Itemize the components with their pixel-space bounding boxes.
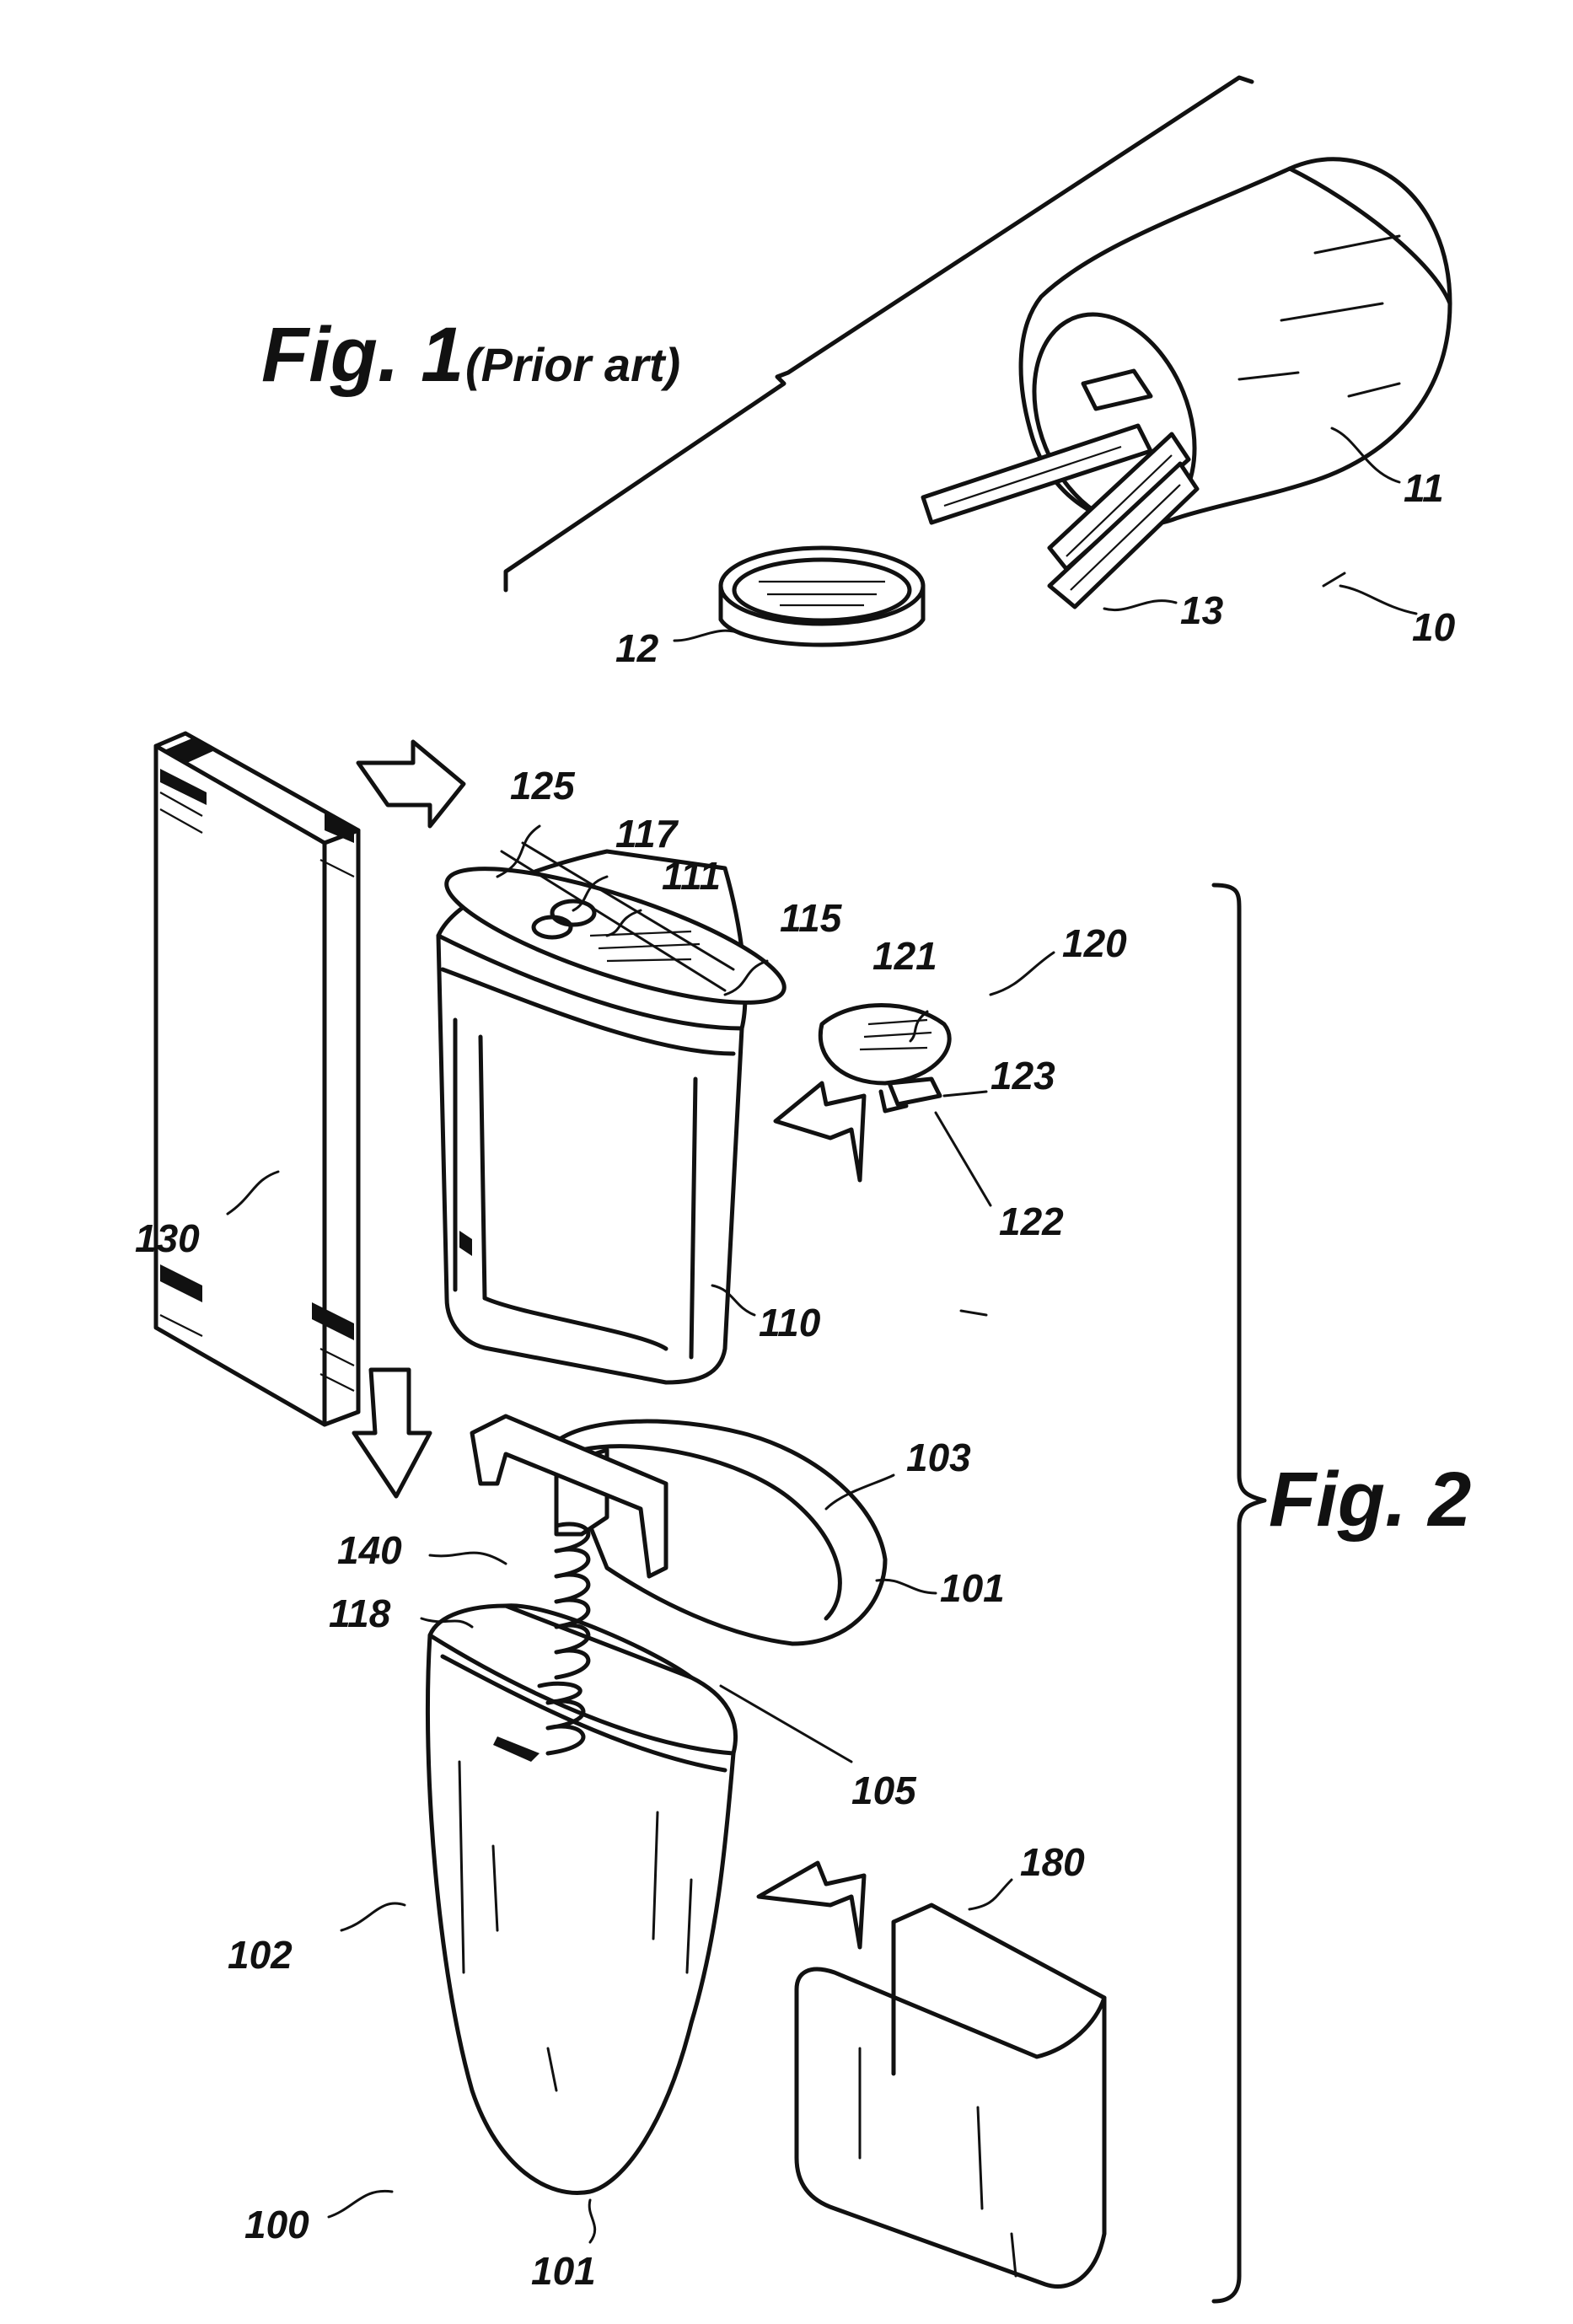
- arrow-to-shell: [759, 1863, 864, 1947]
- label-103: 103: [906, 1436, 971, 1479]
- cap: [820, 1006, 949, 1112]
- label-121: 121: [872, 934, 937, 978]
- cylinder-container: [1005, 159, 1450, 550]
- label-12: 12: [615, 626, 659, 670]
- label-100: 100: [244, 2203, 309, 2246]
- label-125: 125: [510, 764, 576, 808]
- label-110: 110: [759, 1301, 821, 1344]
- label-101-lid: 101: [940, 1566, 1005, 1610]
- label-111: 111: [662, 854, 721, 898]
- cartridge: [434, 842, 796, 1382]
- label-13: 13: [1180, 588, 1224, 632]
- fig2-brace: [1214, 885, 1264, 2301]
- label-115: 115: [780, 896, 843, 940]
- arrow-down: [354, 1370, 430, 1496]
- label-123: 123: [991, 1054, 1055, 1098]
- label-180: 180: [1020, 1840, 1085, 1884]
- figure-2: Fig. 2: [135, 733, 1471, 2301]
- figure-1: Fig. 1 (Prior art) 11: [261, 78, 1456, 670]
- fig2-title: Fig. 2: [1269, 1457, 1471, 1543]
- label-101-base: 101: [531, 2249, 596, 2293]
- label-122: 122: [999, 1200, 1064, 1243]
- refill-pack: [156, 733, 358, 1425]
- label-118: 118: [329, 1591, 391, 1635]
- label-130: 130: [135, 1216, 200, 1260]
- arrow-to-cartridge: [358, 742, 464, 826]
- label-102: 102: [228, 1933, 293, 1977]
- label-117: 117: [615, 812, 679, 856]
- label-140: 140: [337, 1528, 402, 1572]
- label-10: 10: [1412, 605, 1456, 649]
- fig1-subtitle: (Prior art): [465, 338, 680, 391]
- label-120: 120: [1062, 921, 1127, 965]
- label-11: 11: [1404, 466, 1444, 510]
- sleeve: [797, 1905, 1104, 2287]
- round-lid: [721, 548, 923, 645]
- fig1-title: Fig. 1: [261, 312, 464, 398]
- label-105: 105: [851, 1768, 917, 1812]
- arrow-to-cap: [776, 1083, 864, 1180]
